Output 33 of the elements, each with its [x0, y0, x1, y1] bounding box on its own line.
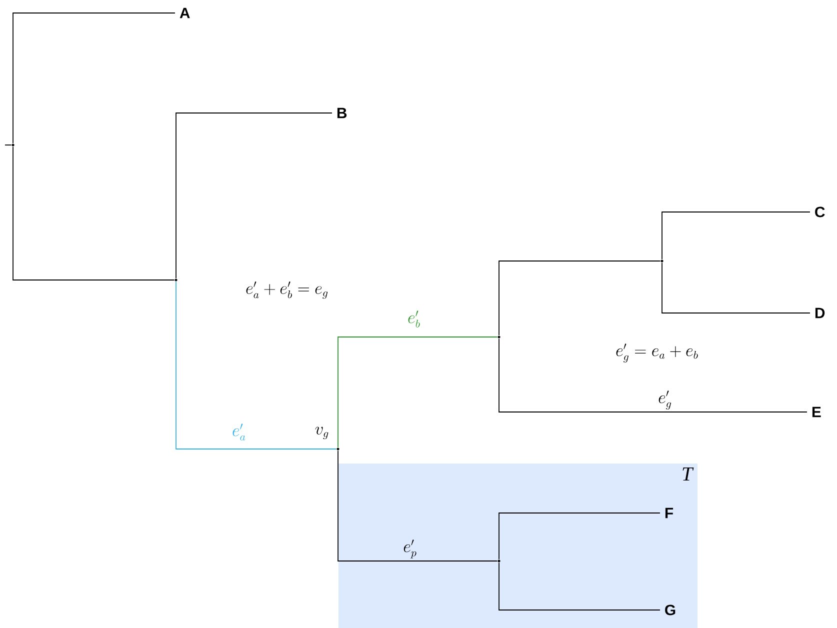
- formula: $e'_a + e'_b = e_g$: [246, 281, 328, 299]
- branch-point: [660, 260, 664, 262]
- branch-point: [12, 144, 14, 146]
- tree-branch: [4, 144, 12, 146]
- tree-branch: [662, 262, 810, 314]
- branch-point: [336, 448, 340, 450]
- formula: $e'_g = e_a + e_b$: [616, 344, 698, 362]
- tree-branch: [338, 336, 498, 448]
- leaf-label: B: [337, 108, 347, 118]
- tree-branch: [498, 338, 808, 412]
- tree-branch: [12, 146, 175, 280]
- leaf-label: C: [815, 206, 825, 218]
- node-label: $v_g$: [315, 426, 328, 440]
- leaf-label: F: [665, 508, 674, 518]
- tree-branch: [176, 281, 337, 450]
- branch-point: [498, 336, 500, 338]
- leaf-label: A: [180, 8, 190, 18]
- tree-branch: [498, 260, 661, 336]
- tree-branch: [176, 112, 332, 279]
- branch-point: [498, 560, 500, 562]
- tree-branch: [498, 512, 660, 560]
- leaf-label: G: [665, 604, 676, 616]
- edge-label: $e'_b$: [408, 310, 420, 328]
- tree-branch: [662, 212, 810, 260]
- edge-label: $e'_g$: [658, 390, 672, 410]
- edge-label: $e'_p$: [404, 540, 416, 558]
- tree-branch: [338, 450, 498, 562]
- leaf-label: E: [812, 406, 821, 418]
- leaf-label: D: [815, 308, 825, 318]
- tree-branch: [12, 12, 176, 144]
- edge-label: $e'_a$: [232, 424, 246, 440]
- branch-point: [174, 278, 178, 282]
- tree-branch: [498, 562, 660, 610]
